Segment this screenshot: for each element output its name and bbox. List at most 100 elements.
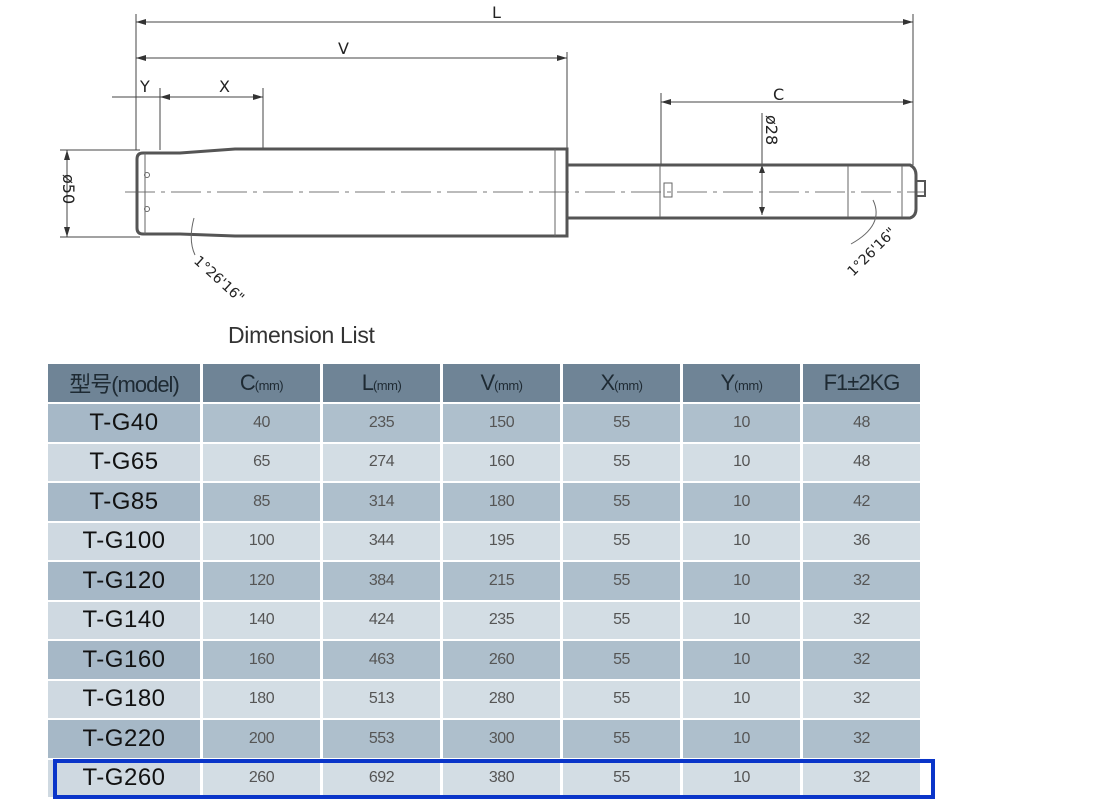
cell-l: 274 [323,443,440,481]
table-header-row: 型号(model) C(mm) L(mm) V(mm) X(mm) Y(mm) … [48,364,920,402]
cell-model: T-G65 [48,443,200,481]
cell-v: 215 [443,562,560,600]
dim-Y-label: Y [139,77,150,96]
cell-model: T-G120 [48,562,200,600]
header-unit: (mm) [494,378,523,393]
cell-c: 85 [203,483,320,521]
cell-x: 55 [563,404,680,442]
header-c: C(mm) [203,364,320,402]
dim-L-label: L [492,3,501,22]
gas-spring-drawing: L V Y X C ø50 ø28 1°26'16" 1°26'16" [59,3,926,306]
cell-v: 180 [443,483,560,521]
header-unit: (mm) [372,378,402,393]
header-l: L(mm) [323,364,440,402]
cell-model: T-G85 [48,483,200,521]
header-label: V [480,370,495,395]
header-x: X(mm) [563,364,680,402]
cell-v: 260 [443,641,560,679]
cell-y: 10 [683,601,800,639]
cell-y: 10 [683,522,800,560]
cell-c: 260 [203,759,320,797]
cell-x: 55 [563,522,680,560]
cell-l: 235 [323,404,440,442]
header-label: 型号(model) [69,372,180,397]
header-model: 型号(model) [48,364,200,402]
dimension-table: 型号(model) C(mm) L(mm) V(mm) X(mm) Y(mm) … [45,362,923,799]
header-label: L [361,370,374,395]
cell-v: 280 [443,680,560,718]
cell-x: 55 [563,601,680,639]
cell-force: 32 [803,641,920,679]
header-v: V(mm) [443,364,560,402]
cell-y: 10 [683,483,800,521]
cell-v: 235 [443,601,560,639]
cell-c: 40 [203,404,320,442]
header-label: Y [720,370,735,395]
header-unit: (mm) [614,378,643,393]
header-y: Y(mm) [683,364,800,402]
cell-v: 380 [443,759,560,797]
cell-c: 200 [203,720,320,758]
cell-c: 140 [203,601,320,639]
cell-model: T-G260 [48,759,200,797]
cell-force: 48 [803,443,920,481]
cell-c: 160 [203,641,320,679]
header-unit: (mm) [734,378,763,393]
cell-force: 42 [803,483,920,521]
cell-force: 32 [803,759,920,797]
cell-c: 120 [203,562,320,600]
cell-l: 463 [323,641,440,679]
header-label: C [239,370,256,395]
dimension-list-title: Dimension List [228,322,375,348]
cell-y: 10 [683,641,800,679]
header-force: F1±2KG [803,364,920,402]
cell-x: 55 [563,720,680,758]
rod-diameter-label: ø28 [762,115,781,145]
cell-l: 314 [323,483,440,521]
cell-l: 344 [323,522,440,560]
cell-c: 100 [203,522,320,560]
cell-l: 513 [323,680,440,718]
cell-l: 553 [323,720,440,758]
cell-v: 150 [443,404,560,442]
cell-force: 32 [803,720,920,758]
cell-l: 424 [323,601,440,639]
cell-c: 180 [203,680,320,718]
cell-y: 10 [683,680,800,718]
cell-x: 55 [563,641,680,679]
cell-force: 32 [803,680,920,718]
cell-y: 10 [683,759,800,797]
cell-y: 10 [683,562,800,600]
header-label: F1±2KG [823,370,901,395]
cell-v: 195 [443,522,560,560]
cell-l: 692 [323,759,440,797]
body-diameter-label: ø50 [59,174,78,204]
cell-model: T-G220 [48,720,200,758]
cell-model: T-G100 [48,522,200,560]
cell-x: 55 [563,443,680,481]
cell-l: 384 [323,562,440,600]
cell-model: T-G140 [48,601,200,639]
cell-v: 300 [443,720,560,758]
dim-C-label: C [773,85,784,104]
cell-model: T-G180 [48,680,200,718]
cell-x: 55 [563,759,680,797]
dim-X-label: X [219,77,230,96]
header-unit: (mm) [254,378,284,393]
cell-y: 10 [683,443,800,481]
cell-force: 32 [803,562,920,600]
cell-model: T-G160 [48,641,200,679]
cell-x: 55 [563,483,680,521]
cell-y: 10 [683,404,800,442]
dim-V-label: V [338,39,349,58]
